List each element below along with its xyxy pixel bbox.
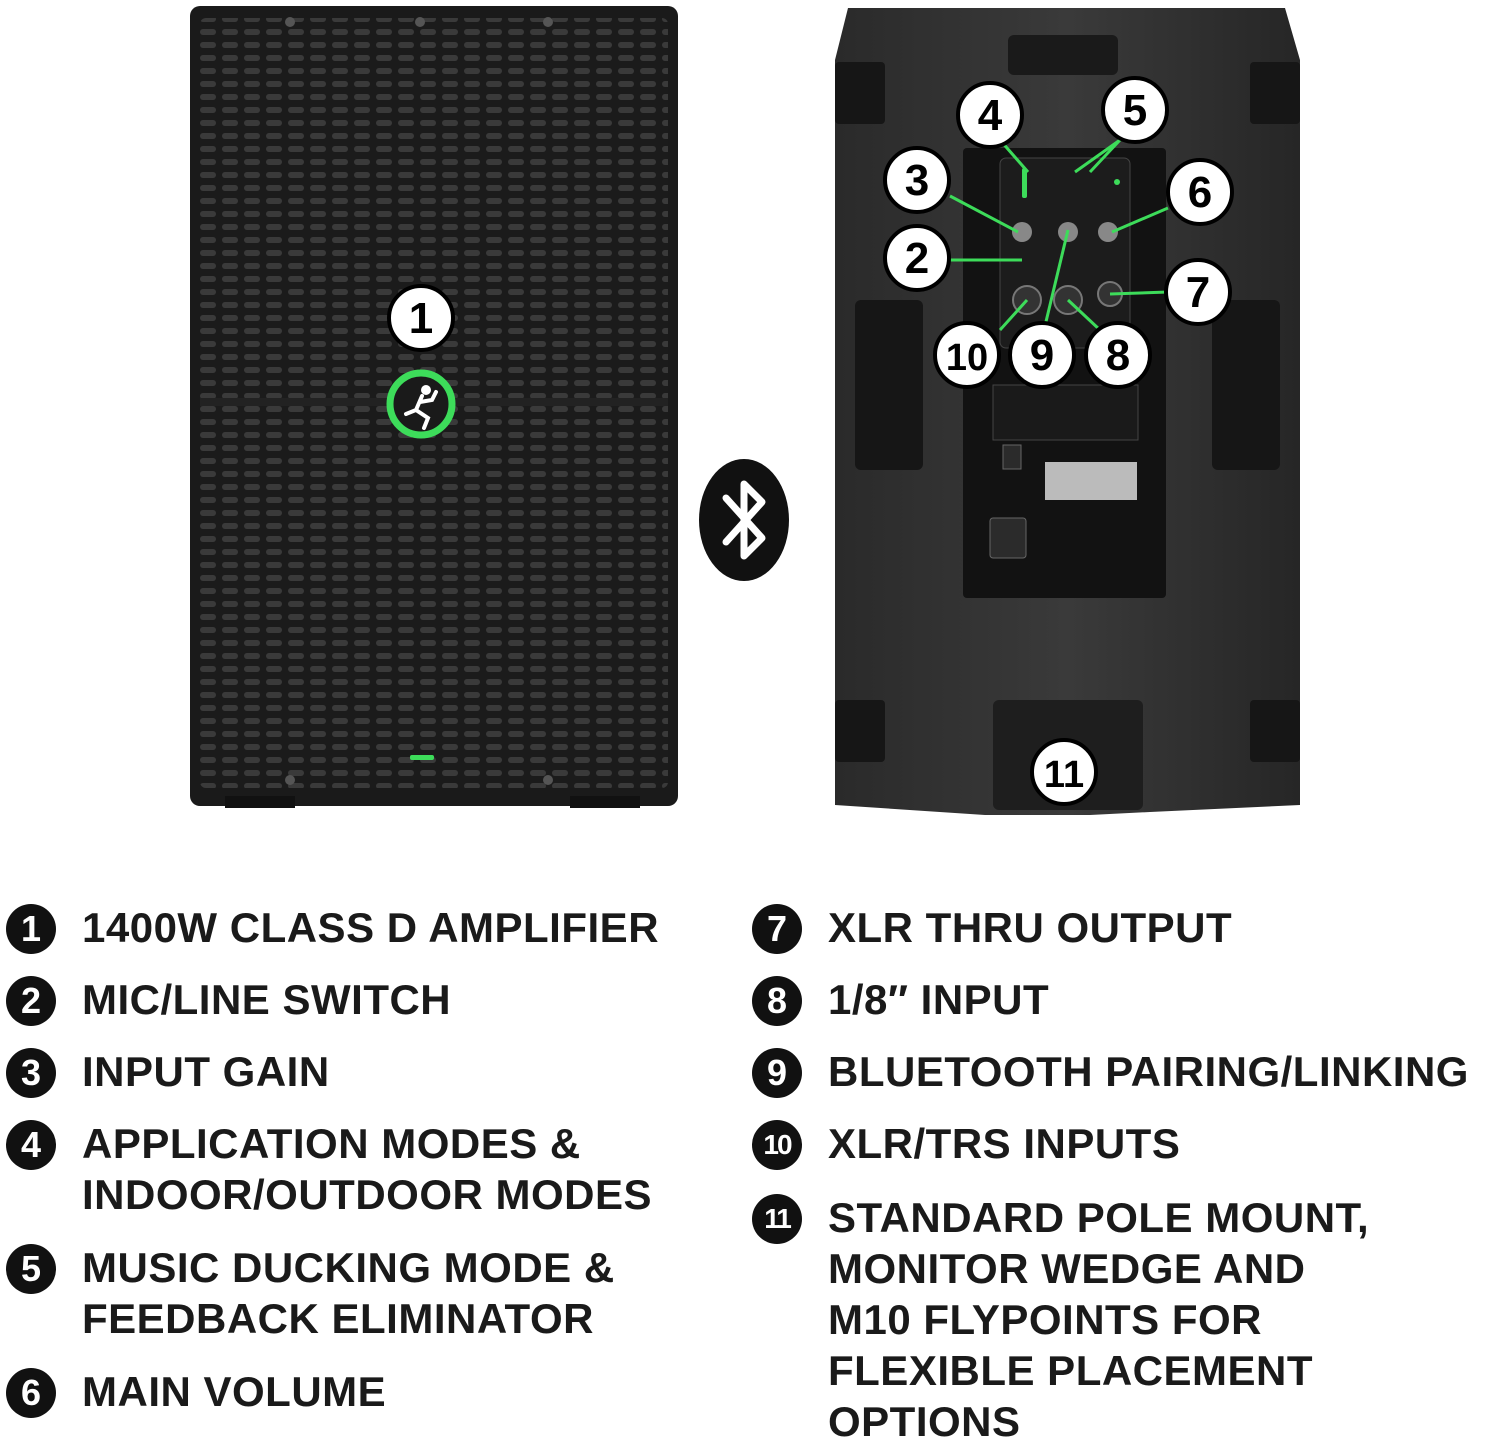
feature-label: MUSIC DUCKING MODE & FEEDBACK ELIMINATOR xyxy=(82,1244,615,1342)
feature-label: MAIN VOLUME xyxy=(82,1368,387,1415)
feature-number-badge: 1 xyxy=(6,904,56,954)
svg-text:4: 4 xyxy=(978,91,1003,140)
callout-10: 10 xyxy=(933,321,1001,389)
callout-4: 4 xyxy=(956,81,1024,149)
callout-8: 8 xyxy=(1084,321,1152,389)
feature-item-5: 5 MUSIC DUCKING MODE & FEEDBACK ELIMINATO… xyxy=(6,1242,615,1344)
feature-item-3: 3 INPUT GAIN xyxy=(6,1046,330,1098)
feature-number-badge: 4 xyxy=(6,1120,56,1170)
feature-item-2: 2 MIC/LINE SWITCH xyxy=(6,974,451,1026)
svg-text:7: 7 xyxy=(1186,268,1210,317)
feature-item-4: 4 APPLICATION MODES & INDOOR/OUTDOOR MODE… xyxy=(6,1118,652,1220)
feature-item-9: 9 BLUETOOTH PAIRING/LINKING xyxy=(752,1046,1469,1098)
front-speaker xyxy=(190,6,678,808)
mackie-logo-icon xyxy=(386,369,456,439)
feature-label: 1400W CLASS D AMPLIFIER xyxy=(82,904,660,951)
svg-text:10: 10 xyxy=(946,337,988,379)
feature-label: STANDARD POLE MOUNT, MONITOR WEDGE AND M… xyxy=(828,1194,1370,1445)
feature-label: 1/8″ INPUT xyxy=(828,976,1050,1023)
bluetooth-icon xyxy=(699,459,789,581)
feature-label: MIC/LINE SWITCH xyxy=(82,976,452,1023)
svg-text:8: 8 xyxy=(1106,331,1130,380)
feature-label: XLR THRU OUTPUT xyxy=(828,904,1233,951)
svg-text:9: 9 xyxy=(1030,331,1054,380)
callout-1: 1 xyxy=(387,284,455,352)
feature-label: INPUT GAIN xyxy=(82,1048,330,1095)
callout-3: 3 xyxy=(883,146,951,214)
callout-2: 2 xyxy=(883,224,951,292)
callout-5: 5 xyxy=(1101,76,1169,144)
callout-11: 11 xyxy=(1030,738,1098,806)
feature-number-badge: 9 xyxy=(752,1048,802,1098)
feature-number-badge: 8 xyxy=(752,976,802,1026)
feature-label: XLR/TRS INPUTS xyxy=(828,1120,1181,1167)
feature-item-10: 10 XLR/TRS INPUTS xyxy=(752,1118,1180,1170)
svg-text:2: 2 xyxy=(905,234,929,283)
feature-number-badge: 6 xyxy=(6,1368,56,1418)
feature-number-badge: 5 xyxy=(6,1244,56,1294)
callout-lines xyxy=(949,138,1169,332)
callout-9: 9 xyxy=(1008,321,1076,389)
feature-item-6: 6 MAIN VOLUME xyxy=(6,1366,386,1418)
feature-item-11: 11 STANDARD POLE MOUNT, MONITOR WEDGE AND… xyxy=(752,1192,1369,1447)
svg-text:5: 5 xyxy=(1123,86,1147,135)
feature-number-badge: 7 xyxy=(752,904,802,954)
callout-6: 6 xyxy=(1166,158,1234,226)
feature-item-7: 7 XLR THRU OUTPUT xyxy=(752,902,1232,954)
svg-text:1: 1 xyxy=(409,294,433,343)
feature-number-badge: 3 xyxy=(6,1048,56,1098)
svg-text:6: 6 xyxy=(1188,168,1212,217)
feature-number-badge: 10 xyxy=(752,1120,802,1170)
feature-number-badge: 2 xyxy=(6,976,56,1026)
feature-number-badge: 11 xyxy=(752,1194,802,1244)
feature-label: APPLICATION MODES & INDOOR/OUTDOOR MODES xyxy=(82,1120,653,1218)
svg-text:3: 3 xyxy=(905,156,929,205)
rear-speaker xyxy=(835,8,1300,815)
feature-item-1: 1 1400W CLASS D AMPLIFIER xyxy=(6,902,659,954)
svg-text:11: 11 xyxy=(1044,754,1084,796)
feature-item-8: 8 1/8″ INPUT xyxy=(752,974,1049,1026)
callout-7: 7 xyxy=(1164,258,1232,326)
feature-label: BLUETOOTH PAIRING/LINKING xyxy=(828,1048,1469,1095)
